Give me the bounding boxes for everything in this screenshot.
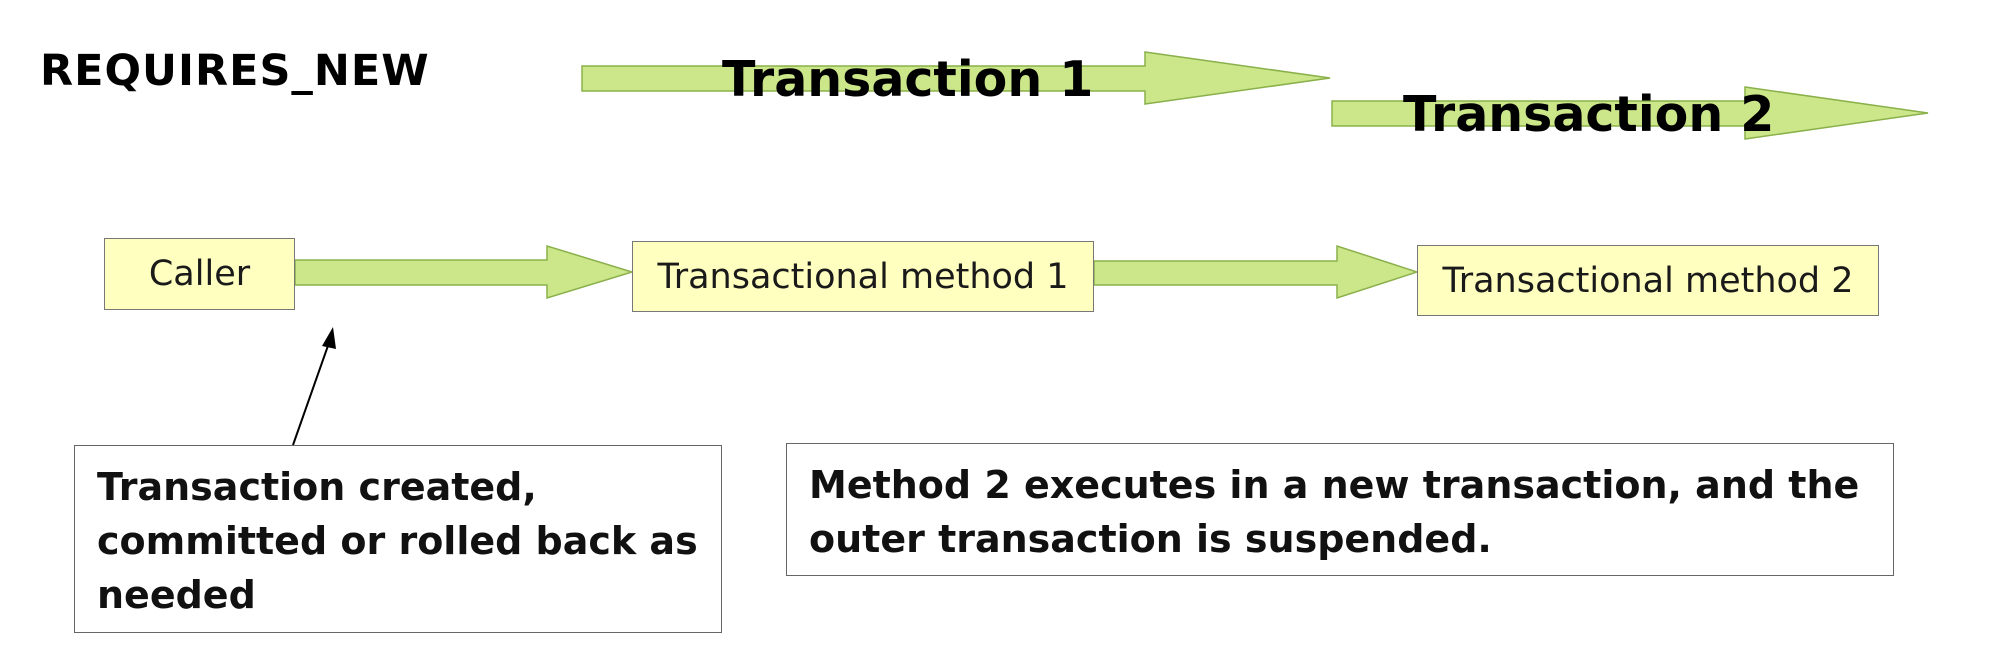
method1-to-method2-arrow bbox=[1093, 244, 1420, 300]
transaction-2-arrow bbox=[1331, 86, 1929, 140]
note-line: needed bbox=[97, 573, 256, 617]
note-line: committed or rolled back as bbox=[97, 519, 698, 563]
transaction-1-label: Transaction 1 bbox=[722, 51, 1094, 108]
page-title: REQUIRES_NEW bbox=[40, 46, 430, 96]
transactional-method-1-node: Transactional method 1 bbox=[632, 241, 1094, 312]
note-line: Method 2 executes in a new transaction, … bbox=[809, 463, 1860, 507]
caller-to-method1-arrow bbox=[294, 244, 635, 300]
note-line: outer transaction is suspended. bbox=[809, 517, 1492, 561]
note-line: Transaction created, bbox=[97, 465, 537, 509]
caller-node: Caller bbox=[104, 238, 295, 310]
transaction-2-label: Transaction 2 bbox=[1403, 86, 1775, 143]
annotation-pointer-arrow bbox=[292, 327, 336, 446]
method-2-explanation-note: Method 2 executes in a new transaction, … bbox=[786, 443, 1894, 576]
transaction-1-arrow bbox=[581, 51, 1331, 105]
transactional-method-2-node: Transactional method 2 bbox=[1417, 245, 1879, 316]
transaction-created-note: Transaction created, committed or rolled… bbox=[74, 445, 722, 633]
